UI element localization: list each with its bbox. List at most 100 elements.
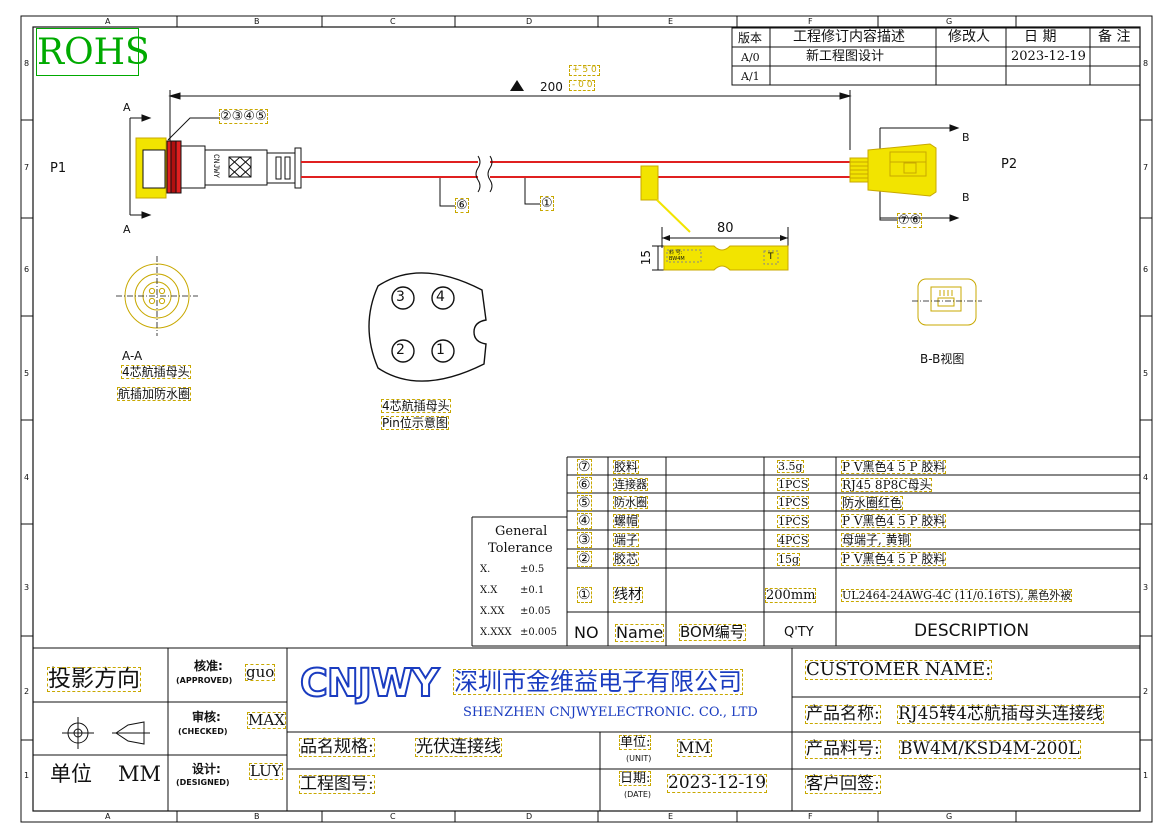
bom-header-code: BOM编号 <box>679 623 746 641</box>
bom-row-no: ④ <box>577 513 592 529</box>
grid-label-top: F <box>808 17 813 26</box>
drawing-no-label: 工程图号: <box>299 774 375 794</box>
spec-value: 光伏连接线 <box>415 737 502 757</box>
bom-row-qty: 3.5g <box>777 460 804 473</box>
bom-row-name: 螺帽 <box>612 514 640 528</box>
bom-row-desc: UL2464-24AWG-4C (11/0.16TS), 黑色外被 <box>840 588 1073 602</box>
tolerance-minus: - 0 0 <box>568 80 596 91</box>
grid-label-left: 6 <box>24 265 30 274</box>
rev-header-desc: 工程修订内容描述 <box>793 29 905 45</box>
grid-label-top: C <box>390 17 396 26</box>
tolerance-key-1: X. <box>480 564 491 575</box>
bom-row-no: ③ <box>577 532 592 548</box>
bom-header-no: NO <box>574 623 599 642</box>
approved-label-en: (APPROVED) <box>176 676 233 685</box>
rohs-mark: ROHS <box>36 28 150 76</box>
grid-label-left: 2 <box>24 687 30 696</box>
product-name-value: RJ45转4芯航插母头连接线 <box>896 704 1105 724</box>
view-bb-title: B-B视图 <box>920 352 965 366</box>
grid-label-right: 8 <box>1143 59 1149 68</box>
rev-row1-version: A/0 <box>741 51 760 64</box>
grid-label-left: 8 <box>24 59 30 68</box>
section-b-bottom: B <box>962 191 970 204</box>
length-dimension: 200 <box>540 80 563 94</box>
rev-header-date: 日 期 <box>1024 29 1057 45</box>
bom-header-qty: Q'TY <box>784 625 814 640</box>
product-name-label: 产品名称: <box>805 704 881 724</box>
unit-value: MM <box>118 762 162 786</box>
part-no-label: 产品料号: <box>805 739 881 759</box>
grid-label-bottom: F <box>808 812 813 821</box>
section-a-bottom: A <box>123 223 131 236</box>
tolerance-key-3: X.XX <box>480 606 505 617</box>
bom-row-qty: 15g <box>776 552 801 566</box>
rev-header-version: 版本 <box>738 31 763 45</box>
spec-label: 品名规格: <box>299 737 375 757</box>
callout-part-1: ① <box>540 196 554 211</box>
grid-label-bottom: A <box>105 812 111 821</box>
p1-label: P1 <box>50 161 67 176</box>
bom-row-no: ② <box>577 551 592 567</box>
rev-row1-date: 2023-12-19 <box>1011 49 1086 64</box>
bom-row-name: 防水圈 <box>613 496 648 509</box>
bom-row-qty: 4PCS <box>776 533 810 547</box>
tolerance-plus: + 5 0 <box>569 65 600 76</box>
grid-label-left: 3 <box>24 583 30 592</box>
company-name-cn: 深圳市金维益电子有限公司 <box>453 668 743 696</box>
tolerance-title2: Tolerance <box>488 541 553 556</box>
bom-row-qty: 1PCS <box>776 478 810 491</box>
company-name-en: SHENZHEN CNJWYELECTRONIC. CO., LTD <box>463 705 758 720</box>
tolerance-val-2: ±0.1 <box>520 585 545 596</box>
tolerance-val-1: ±0.5 <box>520 564 545 575</box>
projection-label: 投影方向 <box>47 666 141 692</box>
section-b-top: B <box>962 131 970 144</box>
bom-row-name: 端子 <box>612 533 640 547</box>
bom-row-desc: P V黑色4 5 P 胶料 <box>840 552 947 566</box>
checked-label-en: (CHECKED) <box>178 727 228 736</box>
rev-row1-desc: 新工程图设计 <box>806 49 885 64</box>
grid-label-right: 3 <box>1143 583 1149 592</box>
bom-row-name: 胶芯 <box>612 552 640 566</box>
unit2-value: MM <box>677 738 712 757</box>
label-line2: BW4M <box>669 256 685 262</box>
grid-label-bottom: G <box>946 812 953 821</box>
designed-label-en: (DESIGNED) <box>176 778 230 787</box>
checked-by: MAX <box>247 711 286 729</box>
p2-label: P2 <box>1001 157 1018 172</box>
callout-part-6: ⑥ <box>455 198 469 213</box>
grid-label-top: B <box>254 17 260 26</box>
pin-diagram-name2: Pin位示意图 <box>381 416 449 430</box>
pin-diagram-name1: 4芯航插母头 <box>381 399 451 413</box>
date-label-cn: 日期: <box>618 771 652 786</box>
pin-4: 4 <box>436 289 445 305</box>
rev-row2-version: A/1 <box>741 70 760 83</box>
grid-label-right: 1 <box>1143 771 1149 780</box>
unit-label: 单位 <box>50 762 92 786</box>
bom-row-desc: 母端子, 黄铜 <box>841 533 911 547</box>
pin-2: 2 <box>396 342 405 358</box>
unit2-label-en: (UNIT) <box>626 754 652 763</box>
bom-row-qty: 1PCS <box>776 514 810 528</box>
grid-label-left: 7 <box>24 163 30 172</box>
customer-name-label: CUSTOMER NAME: <box>804 659 993 680</box>
grid-label-top: E <box>668 17 674 26</box>
rev-header-note: 备 注 <box>1098 29 1131 45</box>
approved-by: guo <box>244 663 276 681</box>
bom-header-name: Name <box>614 623 665 642</box>
date-label-en: (DATE) <box>624 790 652 799</box>
bom-row-no: ① <box>577 587 592 603</box>
bom-row-qty: 200mm <box>764 587 817 603</box>
grid-label-right: 5 <box>1143 369 1149 378</box>
grid-label-left: 4 <box>24 473 30 482</box>
grid-label-top: D <box>526 17 533 26</box>
bom-row-no: ⑤ <box>577 494 592 511</box>
pin-3: 3 <box>396 289 405 305</box>
label-line1: 料 号: <box>669 250 683 256</box>
bom-header-desc: DESCRIPTION <box>914 621 1030 641</box>
label-height-dimension: 15 <box>639 250 653 266</box>
date-value: 2023-12-19 <box>666 773 768 793</box>
callout-parts-2345: ②③④⑤ <box>219 109 268 124</box>
grid-label-right: 6 <box>1143 265 1149 274</box>
tolerance-key-4: X.XXX <box>480 627 512 638</box>
